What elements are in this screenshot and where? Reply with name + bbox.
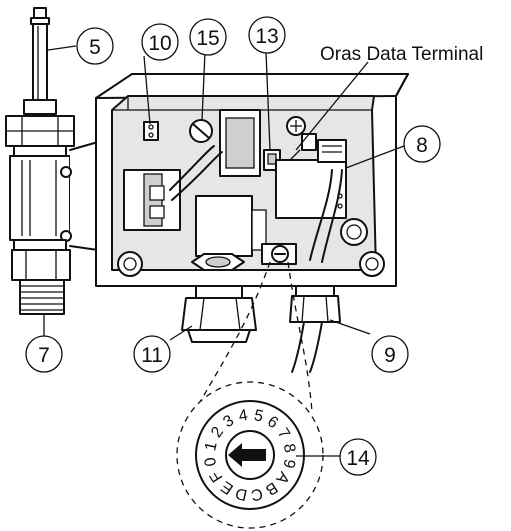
callout-8: 8 [403,125,441,163]
callout-11-label: 11 [141,344,163,367]
inlet-pipe [23,7,57,115]
callout-13-label: 13 [255,25,278,48]
corner-bosses [117,218,385,277]
dial-digit: 4 [237,407,249,425]
callout-8-label: 8 [416,134,428,157]
dial-digit: 8 [280,442,298,454]
callout-14-label: 14 [346,447,370,470]
arrow-icon [228,443,266,467]
callout-10: 10 [141,23,179,61]
oras-data-terminal-label: Oras Data Terminal [320,44,483,65]
dial-digit: 1 [202,440,221,452]
callout-10-label: 10 [148,32,171,55]
dial-digit: D [234,484,249,503]
leader-lines [43,45,405,457]
callout-11: 11 [133,335,171,373]
callout-13: 13 [248,16,286,54]
rotary-switch-mini [261,243,297,265]
thread-lines [20,285,64,311]
callout-7-label: 7 [38,344,50,367]
enclosure [95,73,409,287]
valve-body [5,115,99,315]
cable-gland-left [181,285,257,343]
callout-15-label: 15 [196,27,219,50]
callout-5: 5 [76,27,114,65]
dial-digit: 9 [279,457,298,469]
callout-15: 15 [189,18,227,56]
dial-digit: 0 [202,456,220,468]
callout-14: 14 [339,438,377,476]
callout-9: 9 [371,335,409,373]
callout-9-label: 9 [384,344,396,367]
cable-gland-right [289,285,341,373]
callout-5-label: 5 [89,36,101,59]
dial-digit: 5 [252,407,264,426]
callout-7: 7 [25,335,63,373]
dial-digit: C [250,485,264,504]
